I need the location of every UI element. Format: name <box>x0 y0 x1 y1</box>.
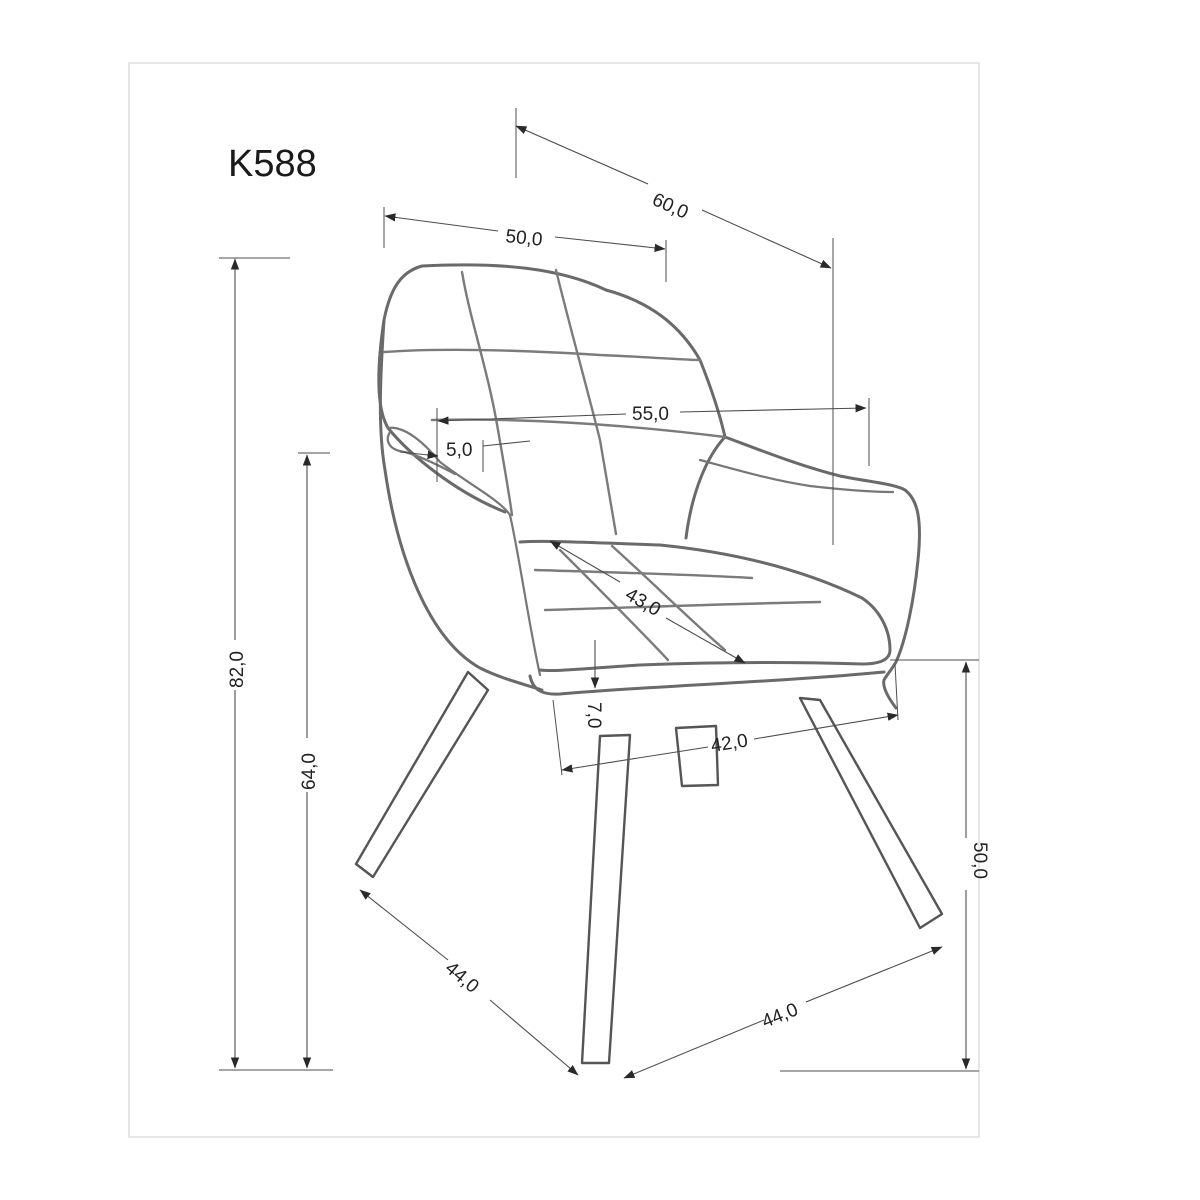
chair-leg-back <box>674 724 720 788</box>
dim-label-seat-height: 50,0 <box>969 842 990 879</box>
chair-leg-left <box>354 670 490 879</box>
chair-drawing <box>354 263 944 1065</box>
seat-seam-horizontal-2 <box>543 600 822 612</box>
chair-right-arm-outline <box>723 435 921 710</box>
chair-backrest-outline <box>377 263 727 540</box>
backrest-seam-vertical-left <box>460 270 514 517</box>
chair-right-arm-inner <box>698 458 895 494</box>
dim-label-leg-span-right: 44,0 <box>759 999 801 1032</box>
chair-leg-front <box>580 733 632 1065</box>
seat-seam-vertical-1 <box>558 548 670 662</box>
dim-label-seat-thickness: 7,0 <box>583 702 604 728</box>
dim-label-leg-span-left: 44,0 <box>441 958 483 998</box>
dim-label-seat-width-top: 50,0 <box>504 226 543 251</box>
chair-seat-base <box>528 670 886 696</box>
seat-seam-vertical-2 <box>610 544 727 652</box>
chair-seat-cushion <box>518 539 892 673</box>
dim-label-seat-width-bottom: 42,0 <box>709 730 749 757</box>
model-title: K588 <box>228 143 317 185</box>
dimension-lines <box>219 108 979 1079</box>
dim-label-armrest-width: 55,0 <box>632 404 669 425</box>
dim-label-total-height: 82,0 <box>227 651 248 688</box>
chair-left-arm-outline <box>378 318 544 692</box>
chair-left-arm-inner <box>386 426 542 677</box>
dim-label-total-depth: 60,0 <box>649 189 691 223</box>
chair-leg-right <box>798 696 944 930</box>
dim-label-armrest-thickness: 5,0 <box>446 440 472 461</box>
backrest-seam-vertical-right <box>554 268 618 536</box>
backrest-seam-horizontal-top <box>382 348 702 362</box>
drawing-frame <box>128 62 980 1138</box>
dim-label-armrest-height: 64,0 <box>299 753 320 790</box>
backrest-seam-horizontal-bottom <box>430 418 727 439</box>
